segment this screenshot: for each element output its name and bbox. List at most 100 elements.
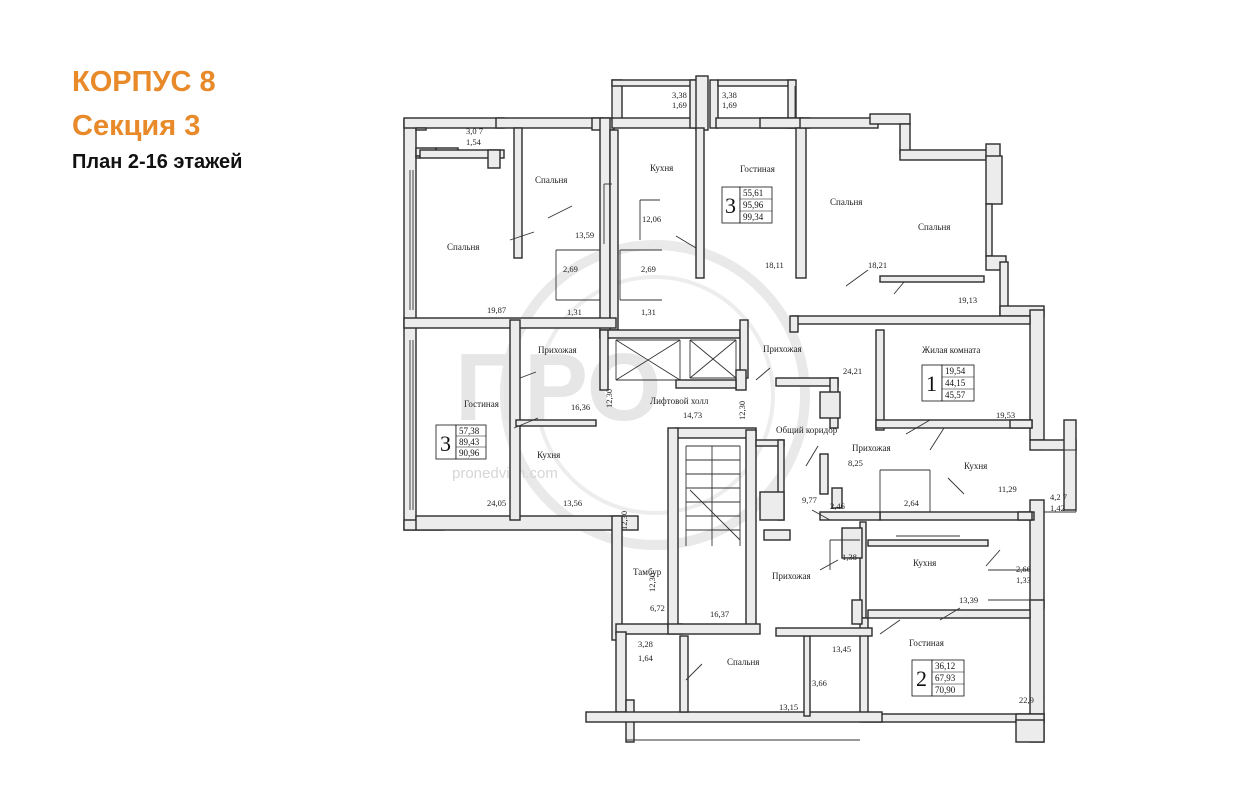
room-area: 9,77 bbox=[802, 495, 817, 505]
wall-segment bbox=[585, 711, 883, 723]
room-label: Общий коридор bbox=[776, 425, 838, 435]
balcony-area: 3,38 bbox=[672, 90, 687, 100]
room-label: Спальня bbox=[918, 222, 950, 232]
dimension-label: 12,30 bbox=[619, 511, 629, 530]
room-label: Гостиная bbox=[909, 638, 944, 648]
room-area: 12,06 bbox=[642, 214, 661, 224]
wall-segment bbox=[819, 391, 841, 419]
balcony-area: 1,42 bbox=[1050, 503, 1065, 513]
wall-segment bbox=[789, 315, 799, 333]
room-label: Спальня bbox=[447, 242, 479, 252]
room-area: 22,9 bbox=[1019, 695, 1034, 705]
apartment-living-area: 57,38 bbox=[459, 426, 480, 436]
apartment-total-area: 89,43 bbox=[459, 437, 480, 447]
building-title: КОРПУС 8 bbox=[72, 66, 216, 98]
plan-line bbox=[509, 231, 535, 241]
plan-line bbox=[893, 281, 905, 295]
wall-segment bbox=[679, 635, 689, 713]
wall-segment bbox=[513, 127, 523, 259]
room-label: Прихожая bbox=[772, 571, 811, 581]
floor-plan-caption: План 2-16 этажей bbox=[72, 151, 243, 173]
wall-segment bbox=[985, 155, 1003, 205]
room-label: Спальня bbox=[727, 657, 759, 667]
small-area-labels: 2,69 2,69 1,31 1,31 16,37 2,46 2,64 1,38… bbox=[563, 264, 920, 688]
wall-segment bbox=[799, 117, 879, 129]
wall-segment bbox=[763, 529, 791, 541]
wall-segment bbox=[985, 203, 993, 257]
apartment-total-area: 95,96 bbox=[743, 200, 764, 210]
plan-line bbox=[755, 367, 771, 381]
wall-segment bbox=[611, 515, 623, 641]
wall-segment bbox=[599, 329, 741, 339]
room-label: Прихожая bbox=[763, 344, 802, 354]
plan-line bbox=[805, 445, 819, 467]
room-label: Кухня bbox=[537, 450, 560, 460]
dimension-label: 12,30 bbox=[604, 389, 614, 408]
section-title: Секция 3 bbox=[72, 110, 201, 142]
plan-line bbox=[905, 419, 931, 435]
room-area: 13,15 bbox=[779, 702, 798, 712]
wall-segment bbox=[709, 79, 719, 129]
wall-segment bbox=[1009, 419, 1033, 429]
wall-segment bbox=[611, 79, 697, 87]
plan-line bbox=[685, 663, 703, 681]
plan-line bbox=[689, 339, 737, 379]
wall-segment bbox=[495, 117, 603, 129]
apartment-rooms: 2 bbox=[916, 666, 927, 691]
plan-line bbox=[929, 427, 945, 451]
wall-segment bbox=[1015, 719, 1045, 743]
balcony-area: 3,38 bbox=[722, 90, 737, 100]
room-label: Жилая комната bbox=[922, 345, 980, 355]
dimension-label: 12,30 bbox=[737, 401, 747, 420]
balcony-areas: 3,0 7 1,54 3,38 1,69 3,38 1,69 4,2 7 1,4… bbox=[466, 90, 1067, 663]
wall-segment bbox=[819, 511, 881, 521]
wall-segment bbox=[675, 427, 757, 439]
room-label: Гостиная bbox=[464, 399, 499, 409]
wall-segment bbox=[775, 377, 839, 387]
apartment-box: 3 57,38 89,43 90,96 bbox=[435, 424, 487, 460]
small-area: 13,45 bbox=[832, 644, 851, 654]
wall-segment bbox=[759, 491, 785, 521]
wall-segment bbox=[739, 319, 749, 379]
wall-segment bbox=[869, 113, 911, 125]
room-area: 19,53 bbox=[996, 410, 1015, 420]
room-label: Спальня bbox=[830, 197, 862, 207]
small-area: 1,31 bbox=[567, 307, 582, 317]
small-area: 16,37 bbox=[710, 609, 729, 619]
wall-segment bbox=[515, 419, 597, 427]
room-area: 18,21 bbox=[868, 260, 887, 270]
apartment-box: 1 19,54 44,15 45,57 bbox=[921, 364, 975, 402]
plan-line bbox=[819, 559, 839, 571]
apartment-rooms: 1 bbox=[926, 371, 937, 396]
apartment-living-area: 19,54 bbox=[945, 366, 966, 376]
wall-segment bbox=[415, 127, 427, 131]
wall-segment bbox=[791, 315, 1031, 325]
plan-line bbox=[675, 235, 697, 249]
apartment-total-area-balcony: 70,90 bbox=[935, 685, 956, 695]
wall-segment bbox=[803, 635, 811, 717]
wall-segment bbox=[675, 379, 737, 389]
apartment-box: 2 36,12 67,93 70,90 bbox=[911, 659, 965, 697]
wall-dimensions: 12,30 12,30 12,30 12,30 bbox=[604, 389, 747, 592]
building-walls bbox=[403, 75, 1077, 743]
plan-line bbox=[615, 339, 681, 381]
room-label: Прихожая bbox=[852, 443, 891, 453]
room-label: Кухня bbox=[913, 558, 936, 568]
balcony-area: 1,69 bbox=[722, 100, 737, 110]
plan-line bbox=[879, 619, 901, 635]
apartment-total-area: 44,15 bbox=[945, 378, 966, 388]
wall-segment bbox=[875, 329, 885, 431]
small-area: 2,69 bbox=[563, 264, 578, 274]
room-area: 11,29 bbox=[998, 484, 1017, 494]
room-label: Спальня bbox=[535, 175, 567, 185]
wall-segment bbox=[851, 599, 863, 625]
apartment-total-area: 67,93 bbox=[935, 673, 956, 683]
wall-segment bbox=[745, 429, 757, 631]
balcony-area: 3,28 bbox=[638, 639, 653, 649]
apartment-box: 3 55,61 95,96 99,34 bbox=[721, 186, 773, 224]
wall-segment bbox=[879, 275, 985, 283]
wall-segment bbox=[717, 79, 795, 87]
wall-segment bbox=[899, 149, 989, 161]
wall-segment bbox=[599, 329, 609, 391]
small-area: 2,46 bbox=[830, 501, 845, 511]
